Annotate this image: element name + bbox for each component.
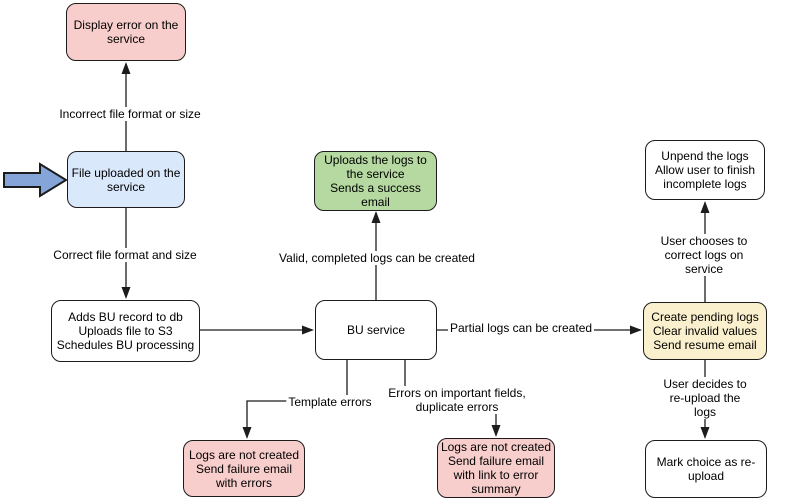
node-bu-service: BU service (315, 300, 437, 360)
node-create-pending-logs: Create pending logs Clear invalid values… (643, 302, 767, 360)
node-unpend-logs: Unpend the logs Allow user to finish inc… (645, 140, 765, 200)
label-important-errors: Errors on important fields, duplicate er… (386, 386, 528, 414)
label-user-chooses: User chooses to correct logs on service (655, 234, 753, 276)
node-adds-bu-record: Adds BU record to db Uploads file to S3 … (51, 300, 200, 362)
node-logs-not-created-summary: Logs are not created Send failure email … (437, 438, 555, 498)
node-mark-reupload: Mark choice as re- upload (645, 440, 767, 498)
label-partial-logs: Partial logs can be created (447, 321, 595, 335)
node-display-error: Display error on the service (66, 3, 186, 61)
node-file-uploaded: File uploaded on the service (67, 151, 185, 208)
start-arrow-icon (3, 162, 68, 198)
label-valid-logs: Valid, completed logs can be created (277, 251, 477, 265)
label-template-errors: Template errors (286, 395, 374, 409)
node-logs-not-created-errors: Logs are not created Send failure email … (183, 440, 305, 497)
label-correct-format: Correct file format and size (51, 248, 199, 262)
label-user-decides: User decides to re-upload the logs (657, 377, 753, 419)
node-uploads-logs-success: Uploads the logs to the service Sends a … (314, 151, 437, 211)
label-incorrect-format: Incorrect file format or size (57, 107, 203, 121)
